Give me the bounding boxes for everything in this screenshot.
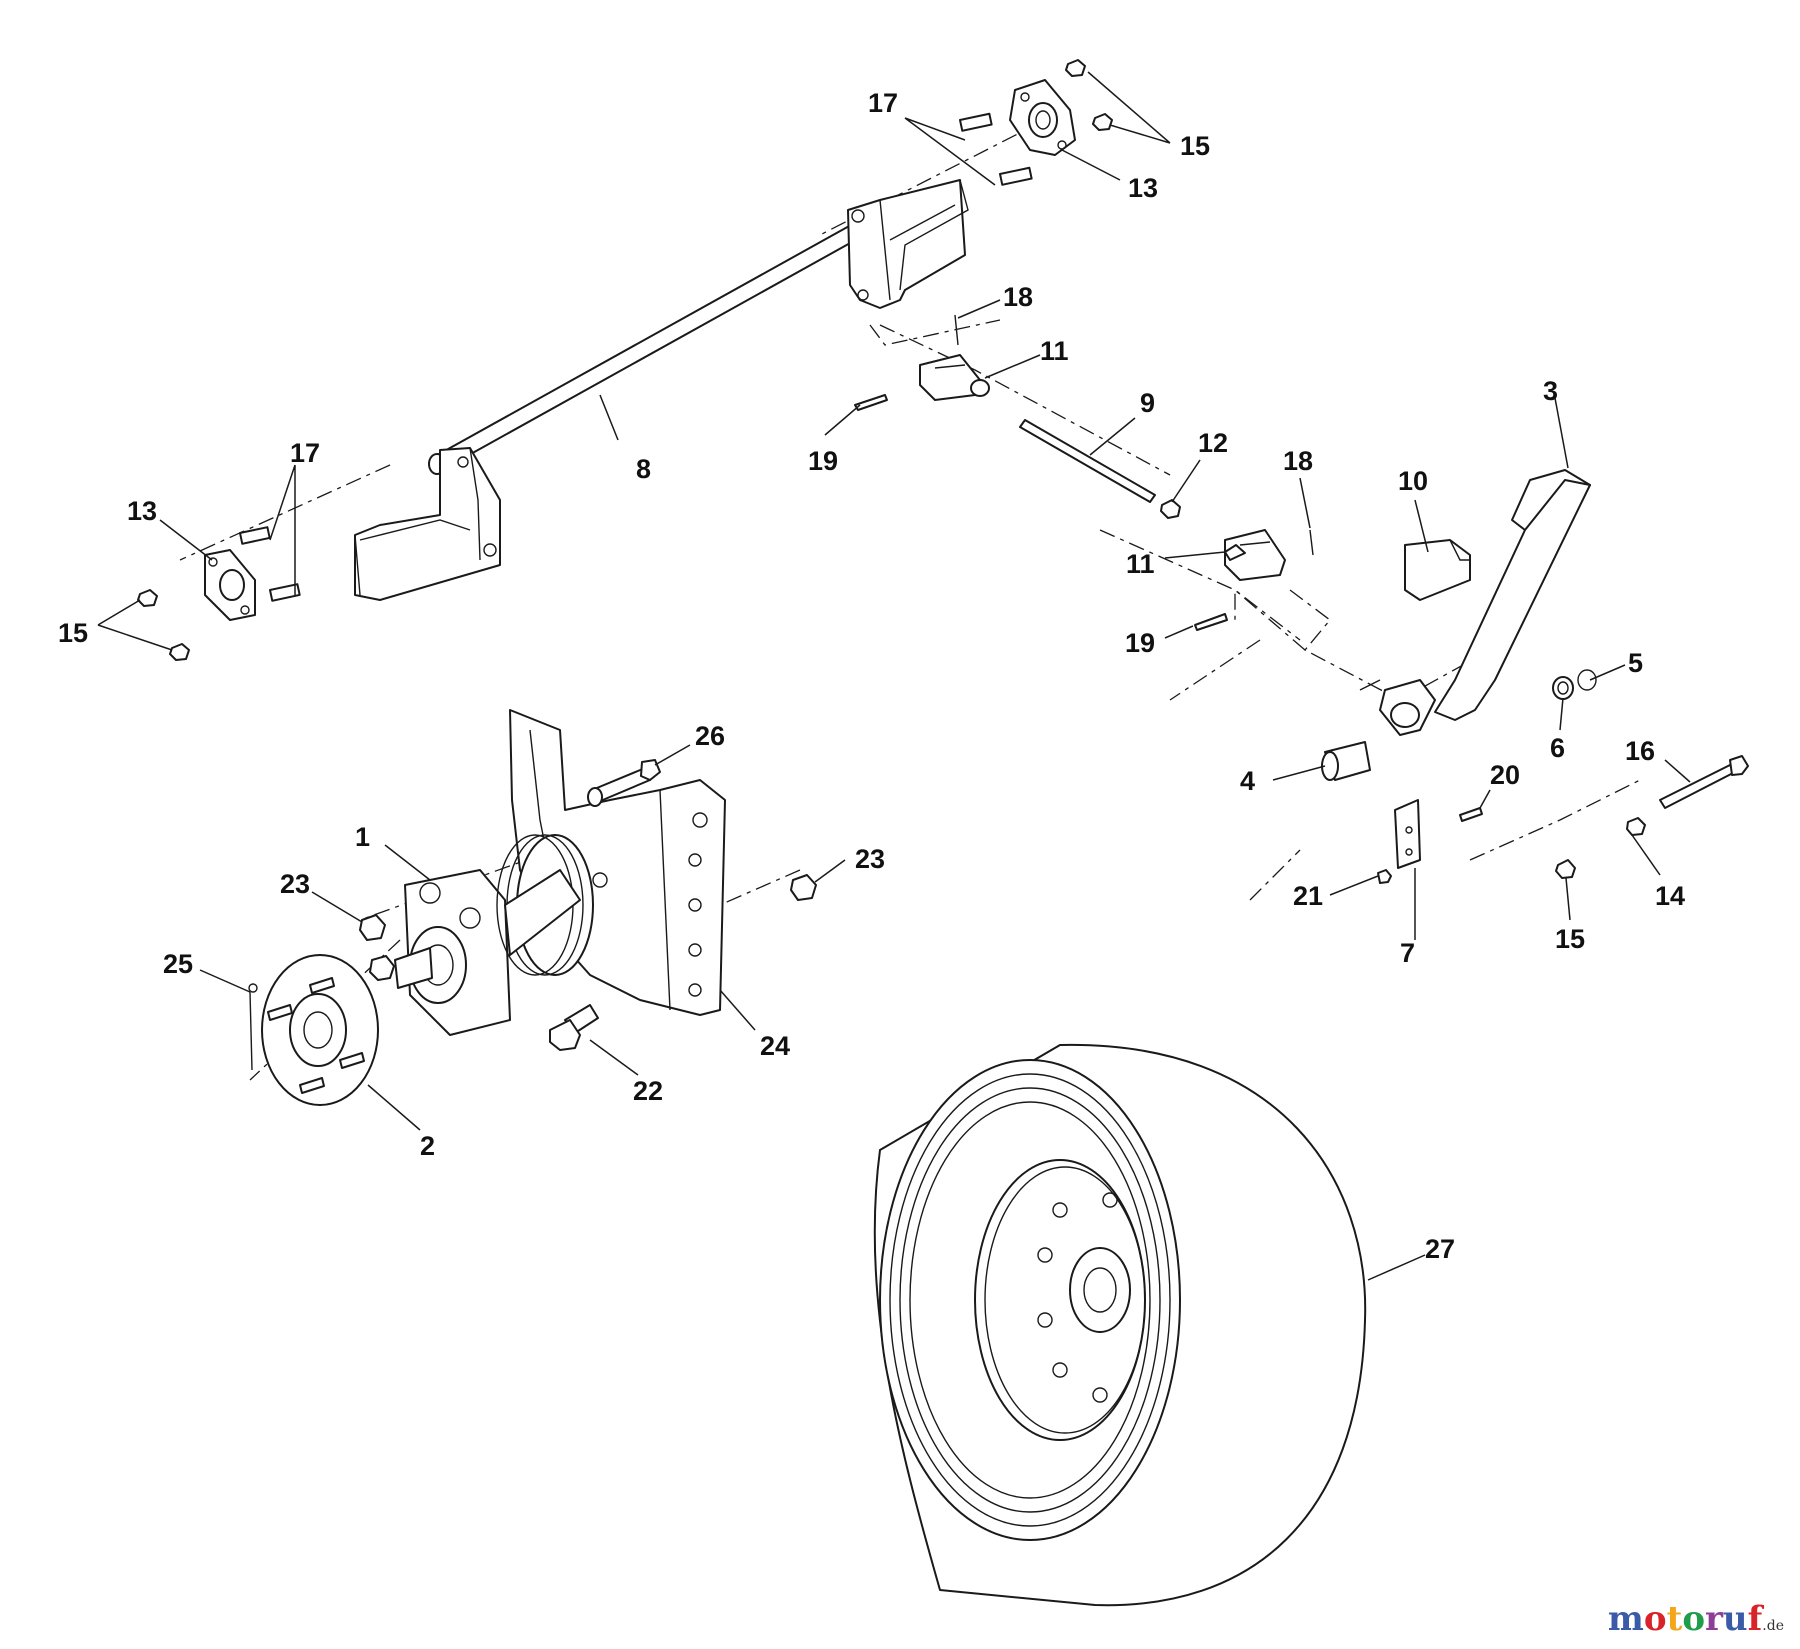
label-part-4: 4 xyxy=(1240,766,1255,796)
label-part-19-lower: 19 xyxy=(1125,628,1155,658)
label-part-5: 5 xyxy=(1628,648,1643,678)
label-part-18-lower: 18 xyxy=(1283,446,1313,476)
label-part-11-lower: 11 xyxy=(1126,549,1155,579)
bracket-7 xyxy=(1377,799,1483,884)
clevis-lower xyxy=(1194,529,1314,631)
label-part-8: 8 xyxy=(636,454,651,484)
hydraulic-motor xyxy=(394,834,594,1036)
watermark-tld: .de xyxy=(1762,1618,1784,1634)
nut-12 xyxy=(1160,499,1181,519)
label-part-16: 16 xyxy=(1625,736,1655,766)
watermark-letter: f xyxy=(1747,1599,1763,1639)
watermark-logo: motoruf.de xyxy=(1608,1599,1784,1639)
pedal-assembly xyxy=(1359,469,1591,736)
shaft-assembly xyxy=(354,179,969,601)
label-part-24: 24 xyxy=(760,1031,790,1061)
flange-bearing-top xyxy=(959,59,1113,186)
wheel-hub xyxy=(248,954,379,1106)
label-part-17-left: 17 xyxy=(290,438,320,468)
label-part-7: 7 xyxy=(1400,938,1415,968)
label-part-18-top: 18 xyxy=(1003,282,1033,312)
bolt-22 xyxy=(549,1004,599,1051)
bushing-and-washers xyxy=(1321,669,1597,781)
label-part-17-top: 17 xyxy=(868,88,898,118)
label-part-10: 10 xyxy=(1398,466,1428,496)
leader-lines xyxy=(97,71,1691,1281)
label-part-22: 22 xyxy=(633,1076,663,1106)
label-part-13-left: 13 xyxy=(127,496,157,526)
label-part-19-top: 19 xyxy=(808,446,838,476)
label-part-25: 25 xyxy=(163,949,193,979)
part-labels: 17 15 13 18 11 19 9 8 3 12 18 10 17 13 1… xyxy=(58,88,1685,1264)
watermark-letter: t xyxy=(1666,1599,1683,1639)
label-part-9: 9 xyxy=(1140,388,1155,418)
label-part-20: 20 xyxy=(1490,760,1520,790)
clevis-top xyxy=(854,314,990,411)
label-part-23-left: 23 xyxy=(280,869,310,899)
label-part-11-top: 11 xyxy=(1040,336,1069,366)
label-part-6: 6 xyxy=(1550,733,1565,763)
nuts-23 xyxy=(359,874,817,981)
watermark-letter: u xyxy=(1722,1599,1748,1639)
watermark-letter: o xyxy=(1682,1599,1705,1639)
label-part-27: 27 xyxy=(1425,1234,1455,1264)
label-part-2: 2 xyxy=(420,1131,435,1161)
label-part-23-right: 23 xyxy=(855,844,885,874)
flange-bearing-left xyxy=(137,526,301,661)
label-part-15-top: 15 xyxy=(1180,131,1210,161)
watermark-letter: r xyxy=(1705,1599,1723,1639)
bolt-26 xyxy=(587,759,661,807)
label-part-14: 14 xyxy=(1655,881,1685,911)
label-part-15-left: 15 xyxy=(58,618,88,648)
rod-9 xyxy=(1019,419,1156,503)
label-part-13-top: 13 xyxy=(1128,173,1158,203)
label-part-26: 26 xyxy=(695,721,725,751)
watermark-letter: o xyxy=(1643,1599,1667,1639)
label-part-12: 12 xyxy=(1198,428,1228,458)
bolt-16-and-nuts xyxy=(1555,755,1749,879)
label-part-1: 1 xyxy=(355,822,370,852)
label-part-21: 21 xyxy=(1293,881,1323,911)
wheel-27 xyxy=(873,1043,1367,1607)
label-part-3: 3 xyxy=(1543,376,1558,406)
label-part-15-lower: 15 xyxy=(1555,924,1585,954)
watermark-letter: m xyxy=(1607,1599,1644,1639)
